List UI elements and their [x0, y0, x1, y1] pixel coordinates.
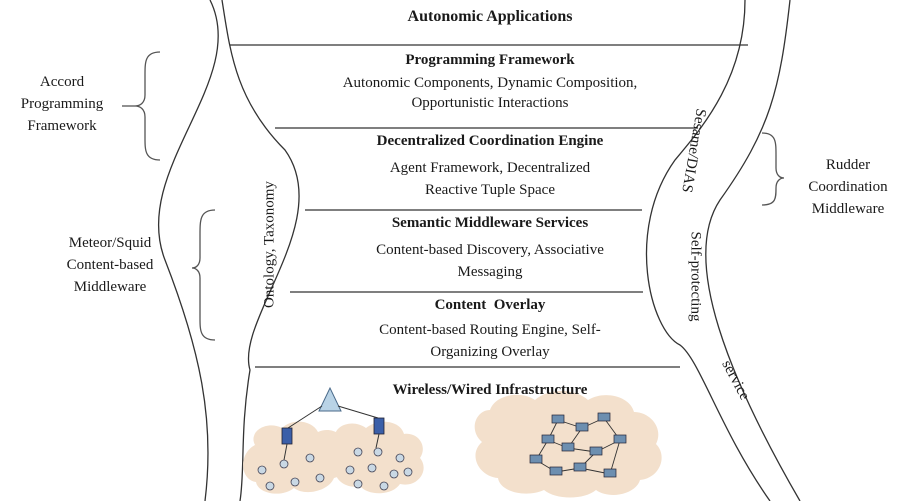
antenna-triangle	[318, 386, 342, 412]
antenna-link-left	[287, 405, 323, 429]
layer-2-line-1: Agent Framework, Decentralized	[389, 160, 591, 176]
layer-4-line-2: Organizing Overlay	[430, 344, 550, 360]
accord-label-line-2: Programming	[20, 96, 104, 112]
accord-label-line-1: Accord	[39, 74, 85, 90]
rudder-label-line-3: Middleware	[811, 201, 885, 217]
rudder-label-line-1: Rudder	[825, 157, 871, 173]
layer-1-line-2: Opportunistic Interactions	[411, 95, 569, 111]
inner-left-boundary	[221, 0, 300, 501]
rudder-label-line-2: Coordination	[808, 179, 888, 195]
meteor-label-line-3: Middleware	[73, 279, 147, 295]
layer-2-title: Decentralized Coordination Engine	[376, 133, 604, 149]
ontology-taxonomy-label: Ontology, Taxonomy	[261, 181, 278, 308]
network-computers	[529, 412, 627, 478]
layer-3-line-1: Content-based Discovery, Associative	[376, 242, 604, 258]
accord-label-line-3: Framework	[27, 118, 97, 134]
antenna-link-right	[337, 405, 379, 419]
outer-right-boundary	[705, 0, 801, 501]
outer-left-boundary	[158, 0, 219, 501]
layer-4-line-1: Content-based Routing Engine, Self-	[379, 322, 601, 338]
sensor-cloud-middle	[326, 421, 424, 494]
layer-3-line-2: Messaging	[457, 264, 523, 280]
layer-1-title: Programming Framework	[405, 52, 575, 68]
layer-2-line-2: Reactive Tuple Space	[425, 182, 555, 198]
gateway-node-left	[281, 427, 293, 445]
layer-3-title: Semantic Middleware Services	[391, 215, 589, 231]
layer-5-title: Wireless/Wired Infrastructure	[392, 382, 588, 398]
layer-1-line-1: Autonomic Components, Dynamic Compositio…	[342, 75, 638, 91]
meteor-brace	[191, 209, 216, 341]
accord-brace	[134, 51, 161, 161]
sensor-nodes-left	[257, 453, 325, 491]
meteor-label-line-2: Content-based	[66, 257, 154, 273]
top-label: Autonomic Applications	[407, 8, 573, 25]
rudder-brace	[761, 132, 785, 206]
self-protecting-label: Self-protecting	[687, 231, 704, 322]
sensor-nodes-middle	[345, 447, 413, 491]
meteor-label-line-1: Meteor/Squid	[68, 235, 152, 251]
inner-right-boundary	[645, 0, 771, 501]
gateway-node-right	[373, 417, 385, 435]
layer-4-title: Content Overlay	[434, 297, 546, 313]
